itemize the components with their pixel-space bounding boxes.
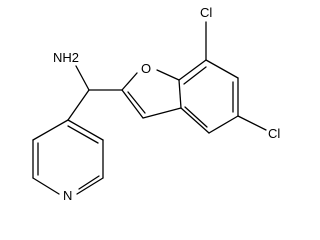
bond-c3-c3a [142, 107, 182, 119]
bond-c7a-c7 [178, 59, 207, 81]
bond-pyr-4 [76, 177, 104, 195]
bond-pyr-6 [67, 119, 104, 141]
oxygen-label: O [141, 61, 151, 76]
bond-c5-c4 [208, 115, 239, 134]
molecule-drawing: NH2 O Cl Cl N [32, 5, 280, 200]
structure-diagram: NH2 O Cl Cl N [32, 5, 280, 200]
bond-c3a-c7a [178, 79, 182, 109]
bond-c2-c3b [127, 91, 146, 114]
nitrogen-label: N [63, 188, 72, 200]
bond-pyr-6b [67, 125, 99, 144]
chlorine-right-label: Cl [268, 126, 280, 141]
bond-pyr-3 [32, 177, 60, 195]
bond-c2-o [121, 72, 138, 91]
bond-ch-pyridine [67, 89, 90, 121]
bond-c2-c3 [121, 89, 144, 119]
bond-ch-nh2 [75, 65, 90, 91]
bond-o-c7a [156, 69, 180, 81]
amine-label: NH2 [53, 50, 79, 65]
bond-pyr-1 [32, 119, 69, 141]
bond-c4-c3a [180, 107, 210, 134]
atom-labels: NH2 O Cl Cl N [53, 5, 280, 200]
bond-c7a-c7b [183, 66, 207, 85]
bond-c4-c3ab [184, 106, 208, 128]
bonds [32, 21, 267, 195]
bond-c5-cl [237, 115, 267, 131]
chlorine-top-label: Cl [200, 5, 212, 20]
bond-pyr-4b [78, 175, 100, 190]
bond-c7-c6 [205, 59, 239, 79]
